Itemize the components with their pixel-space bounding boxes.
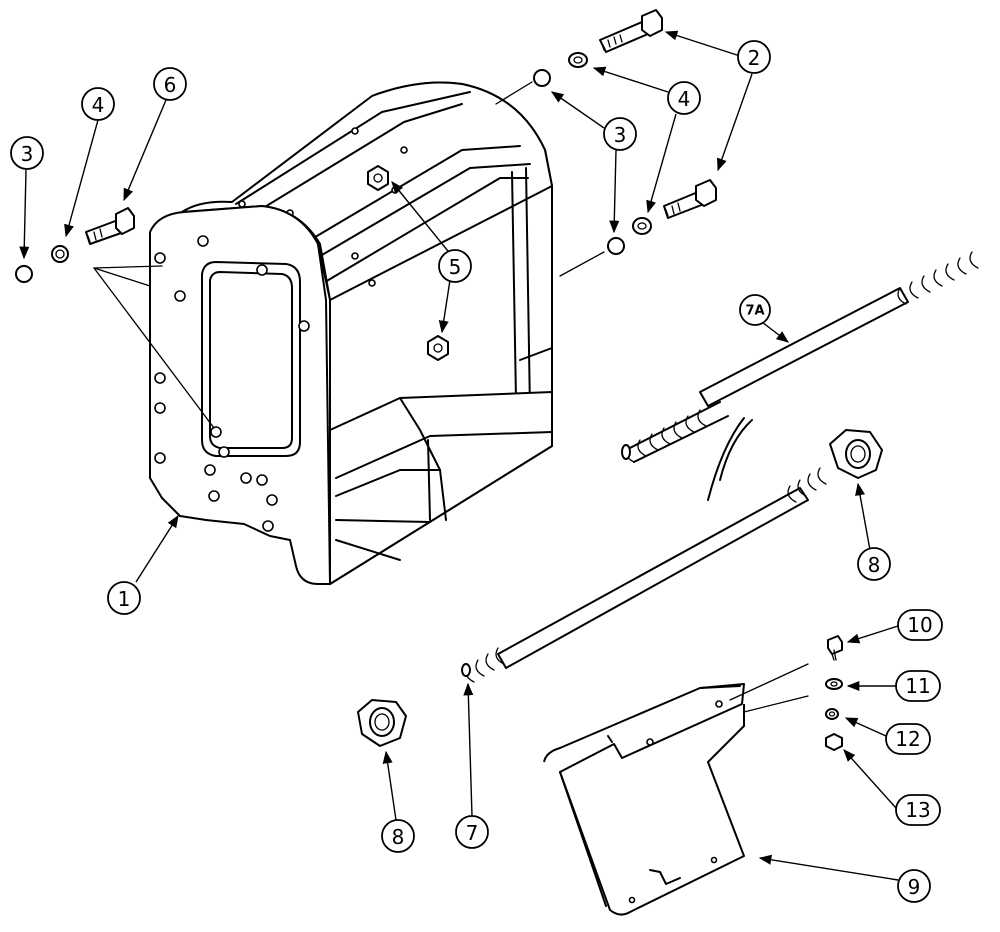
nut-icon — [367, 165, 389, 191]
bolt-icon — [85, 207, 135, 245]
svg-text:12: 12 — [895, 727, 920, 751]
leader-lines — [19, 30, 899, 881]
svg-text:10: 10 — [907, 613, 932, 637]
callout-3-right: 3 — [603, 117, 637, 151]
threaded-rod-7 — [461, 467, 827, 683]
washer-icon — [568, 52, 588, 68]
washer-icon — [632, 217, 652, 235]
lock-washer-icon — [825, 708, 839, 720]
bolt-icon — [663, 179, 717, 219]
svg-text:6: 6 — [164, 73, 177, 97]
callout-11: 11 — [895, 670, 941, 702]
bolt-icon — [599, 9, 663, 53]
svg-text:5: 5 — [449, 255, 462, 279]
shield-guard-part — [543, 683, 745, 916]
svg-text:9: 9 — [908, 875, 921, 899]
callout-3-left: 3 — [10, 136, 44, 170]
callout-9: 9 — [897, 869, 931, 903]
svg-text:2: 2 — [748, 46, 761, 70]
svg-text:4: 4 — [678, 87, 691, 111]
spacer-icon — [607, 237, 625, 255]
callout-12: 12 — [885, 723, 931, 755]
threaded-rod-7a — [621, 251, 979, 463]
callout-6: 6 — [153, 67, 187, 101]
callout-5: 5 — [438, 249, 472, 283]
callout-10: 10 — [897, 609, 943, 641]
washer-icon — [51, 245, 69, 263]
svg-text:7: 7 — [466, 821, 479, 845]
callout-13: 13 — [895, 794, 941, 826]
callout-7: 7 — [455, 815, 489, 849]
spacer-icon — [533, 69, 551, 87]
svg-text:11: 11 — [905, 674, 930, 698]
callout-8-left: 8 — [381, 819, 415, 853]
svg-text:7A: 7A — [745, 304, 764, 319]
svg-text:1: 1 — [118, 587, 131, 611]
lock-nut-icon — [357, 699, 407, 747]
callout-7a: 7A — [739, 294, 771, 326]
spacer-icon — [15, 265, 33, 283]
callout-2: 2 — [737, 40, 771, 74]
washer-icon — [825, 678, 843, 690]
callout-4-left: 4 — [81, 87, 115, 121]
lock-nut-icon — [829, 429, 883, 479]
callout-1: 1 — [107, 581, 141, 615]
nut-icon — [427, 335, 449, 361]
svg-text:8: 8 — [868, 553, 881, 577]
svg-text:3: 3 — [614, 123, 627, 147]
callout-4-right: 4 — [667, 81, 701, 115]
nut-icon — [825, 733, 843, 751]
svg-text:3: 3 — [21, 142, 34, 166]
small-bolt-icon — [827, 635, 843, 661]
svg-text:13: 13 — [905, 798, 930, 822]
svg-text:8: 8 — [392, 825, 405, 849]
svg-text:4: 4 — [92, 93, 105, 117]
callout-8-right: 8 — [857, 547, 891, 581]
housing-part — [149, 81, 553, 585]
